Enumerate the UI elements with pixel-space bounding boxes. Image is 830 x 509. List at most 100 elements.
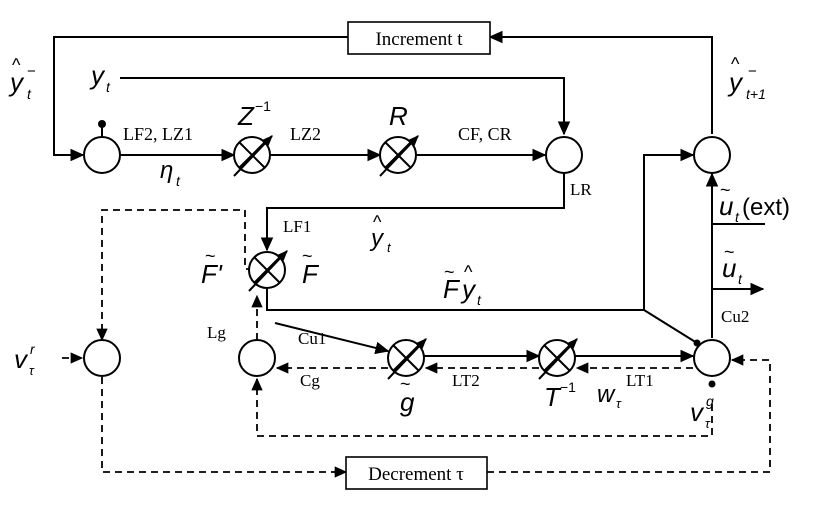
- symbol-w: w τ: [597, 381, 622, 411]
- edge-f-to-sumtop: [266, 148, 695, 311]
- sum-node-top-right: [693, 136, 731, 174]
- edge-diag-to-cu2: [643, 309, 698, 344]
- multiplier-g: [387, 338, 427, 380]
- svg-text:τ: τ: [29, 363, 35, 378]
- label-lf2-lz1: LF2, LZ1: [123, 124, 193, 144]
- svg-text:^: ^: [12, 55, 21, 75]
- multiplier-t: [538, 338, 578, 380]
- symbol-y-hat-next: ^ y t+1 −: [727, 54, 766, 102]
- svg-text:~: ~: [724, 242, 735, 262]
- svg-text:y: y: [89, 60, 106, 90]
- label-lg: Lg: [207, 323, 226, 342]
- multiplier-z: [233, 135, 273, 177]
- svg-text:u: u: [719, 191, 733, 221]
- svg-text:F: F: [443, 274, 461, 304]
- edge-decrement-to-cu2: [487, 354, 771, 473]
- svg-text:^: ^: [731, 54, 740, 74]
- sum-node-vr: [83, 339, 121, 377]
- svg-text:t: t: [735, 209, 740, 225]
- svg-text:Z: Z: [237, 101, 255, 131]
- multiplier-f: [248, 250, 288, 292]
- label-cg: Cg: [300, 371, 320, 390]
- svg-text:−1: −1: [560, 379, 576, 395]
- symbol-z-inv: Z −1: [237, 98, 271, 131]
- svg-text:T: T: [544, 382, 562, 412]
- svg-text:(ext): (ext): [742, 194, 790, 221]
- svg-text:F': F': [201, 259, 223, 289]
- nodes: [83, 120, 731, 388]
- dashed-connections: [62, 209, 771, 478]
- label-lf1: LF1: [283, 217, 311, 236]
- edge-to-increment: [488, 30, 713, 134]
- symbol-y-hat-minus: ^ y t −: [8, 55, 36, 102]
- svg-text:−1: −1: [255, 98, 271, 114]
- svg-text:y: y: [727, 67, 744, 97]
- symbol-f-tilde: ~ F: [302, 246, 320, 289]
- symbol-u-ext: ~ u t (ext): [719, 180, 790, 225]
- edge-vg-loop: [251, 377, 713, 437]
- label-lt1: LT1: [626, 371, 654, 390]
- symbols: ^ y t − y t η t Z −1 R ^ y t+1 −: [8, 54, 790, 431]
- symbol-y-obs: y t: [89, 60, 111, 95]
- svg-text:F: F: [302, 259, 320, 289]
- decrement-label: Decrement τ: [368, 464, 464, 485]
- label-lz2: LZ2: [290, 124, 321, 144]
- cu2-dot-bottom: [708, 380, 716, 388]
- multiplier-r: [379, 135, 419, 177]
- sum-node-cu2: [693, 339, 731, 377]
- decrement-box: Decrement τ: [345, 456, 488, 490]
- svg-text:t: t: [106, 79, 111, 95]
- svg-text:u: u: [722, 253, 736, 283]
- label-cu2: Cu2: [721, 307, 749, 326]
- symbol-r: R: [389, 101, 408, 131]
- svg-text:~: ~: [302, 246, 313, 266]
- svg-text:v: v: [690, 397, 705, 427]
- edge-labels: LF2, LZ1 LZ2 CF, CR LR LF1 Cu1 Lg Cg LT2…: [123, 124, 749, 390]
- svg-text:g: g: [400, 387, 415, 417]
- svg-text:−: −: [748, 63, 757, 80]
- svg-text:g: g: [706, 393, 714, 409]
- svg-text:r: r: [30, 341, 36, 357]
- symbol-f-prime: ~ F': [201, 246, 223, 289]
- svg-text:t+1: t+1: [746, 86, 766, 102]
- label-lr: LR: [570, 180, 592, 199]
- svg-text:τ: τ: [616, 396, 622, 411]
- svg-text:^: ^: [373, 212, 382, 232]
- svg-text:−: −: [27, 63, 36, 80]
- edge-increment-to-sum1: [53, 36, 348, 162]
- sum-node-input: [83, 136, 121, 174]
- increment-box: Increment t: [347, 21, 491, 55]
- symbol-g: ~ g: [400, 374, 415, 417]
- svg-text:~: ~: [205, 246, 216, 266]
- label-cf-cr: CF, CR: [458, 124, 512, 144]
- svg-text:~: ~: [720, 180, 731, 200]
- svg-text:t: t: [738, 271, 743, 287]
- svg-text:~: ~: [400, 374, 411, 394]
- svg-text:^: ^: [464, 262, 473, 282]
- edge-left-loop: [96, 209, 253, 342]
- symbol-v-g: v τ g: [690, 393, 714, 431]
- edge-y-to-lr: [120, 77, 571, 136]
- edge-vr-to-decrement: [101, 377, 348, 478]
- edge-lr-to-f: [260, 173, 565, 252]
- svg-text:y: y: [8, 67, 25, 97]
- cu2-dot-top: [693, 339, 701, 347]
- svg-text:R: R: [389, 101, 408, 131]
- sum-node-cg: [238, 339, 276, 377]
- symbol-eta: η t: [160, 157, 181, 189]
- symbol-u-out: ~ u t: [722, 242, 743, 287]
- svg-text:w: w: [597, 381, 616, 408]
- symbol-t-inv: T −1: [544, 379, 576, 412]
- svg-text:v: v: [14, 344, 29, 374]
- symbol-y-hat: ^ y t: [369, 212, 392, 255]
- label-lt2: LT2: [452, 371, 480, 390]
- svg-text:~: ~: [444, 262, 455, 282]
- svg-text:τ: τ: [705, 416, 711, 431]
- svg-text:t: t: [477, 292, 482, 308]
- svg-text:η: η: [160, 157, 173, 184]
- svg-text:t: t: [176, 173, 181, 189]
- svg-text:y: y: [369, 225, 385, 252]
- svg-text:t: t: [27, 86, 32, 102]
- label-cu1: Cu1: [298, 329, 326, 348]
